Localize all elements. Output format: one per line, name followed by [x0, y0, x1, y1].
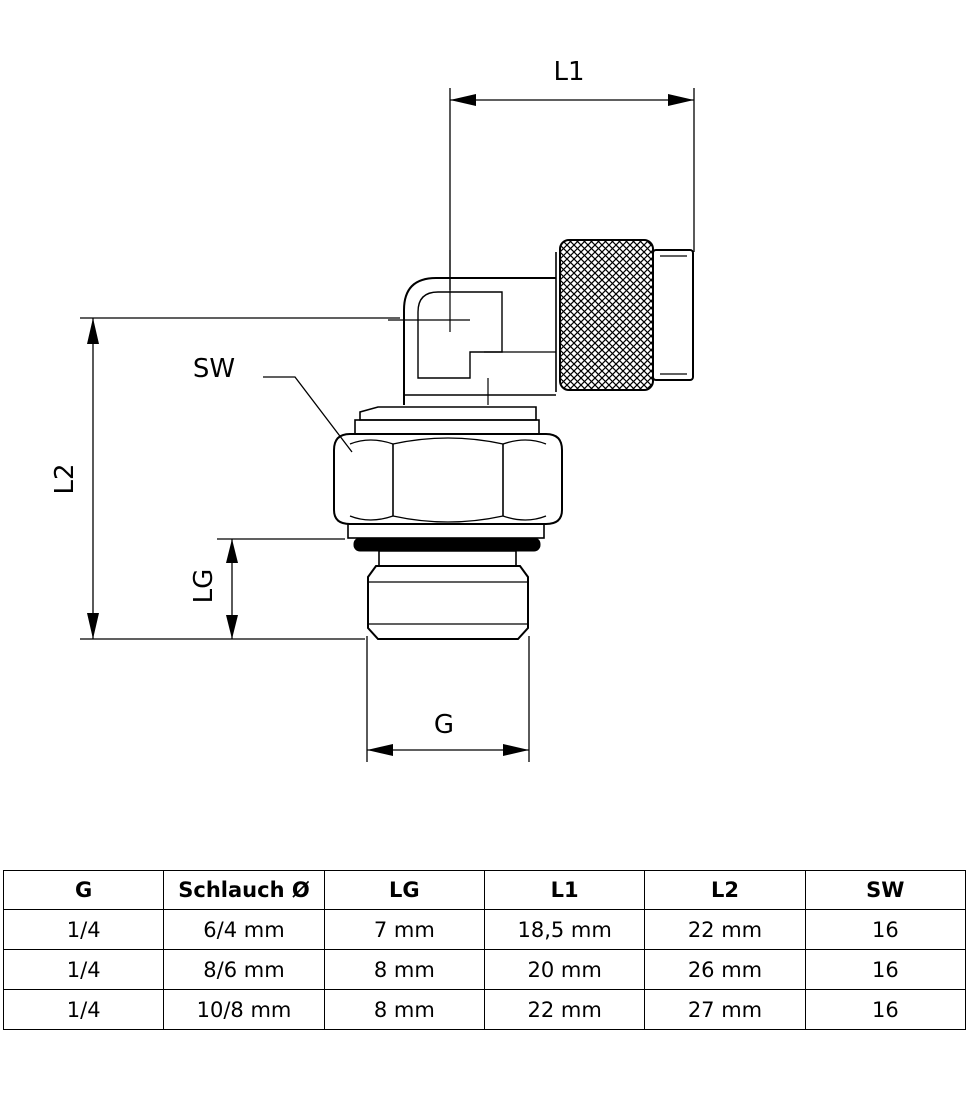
- cell-sw: 16: [804, 949, 967, 990]
- fitting-drawing: L1 L2 LG G SW: [50, 57, 695, 762]
- header-g: G: [2, 870, 165, 910]
- cell-g: 1/4: [2, 989, 165, 1030]
- header-lg: LG: [323, 870, 485, 910]
- header-schlauch: Schlauch Ø: [163, 870, 325, 910]
- dimension-l1: L1: [449, 57, 695, 290]
- label-l1: L1: [553, 57, 584, 87]
- cell-l1: 20 mm: [483, 949, 646, 990]
- cell-lg: 8 mm: [323, 949, 485, 990]
- cell-l2: 27 mm: [644, 989, 806, 1030]
- table-row: 1/4 6/4 mm 7 mm 18,5 mm 22 mm 16: [2, 909, 967, 950]
- label-sw: SW: [193, 354, 235, 384]
- spec-table: G Schlauch Ø LG L1 L2 SW 1/4 6/4 mm 7 mm…: [2, 870, 967, 1030]
- header-sw: SW: [804, 870, 967, 910]
- dimension-g: G: [366, 636, 530, 762]
- dimension-sw: SW: [193, 354, 353, 453]
- dimension-lg: LG: [189, 538, 345, 639]
- cell-l1: 22 mm: [483, 989, 646, 1030]
- cell-sw: 16: [804, 989, 967, 1030]
- cell-l2: 26 mm: [644, 949, 806, 990]
- header-l2: L2: [644, 870, 806, 910]
- cell-lg: 8 mm: [323, 989, 485, 1030]
- dimension-l2: L2: [50, 317, 400, 640]
- table-header-row: G Schlauch Ø LG L1 L2 SW: [2, 870, 967, 910]
- label-l2: L2: [50, 463, 80, 494]
- cell-schlauch: 8/6 mm: [163, 949, 325, 990]
- cell-schlauch: 10/8 mm: [163, 989, 325, 1030]
- cell-l2: 22 mm: [644, 909, 806, 950]
- cell-g: 1/4: [2, 949, 165, 990]
- table-row: 1/4 8/6 mm 8 mm 20 mm 26 mm 16: [2, 949, 967, 990]
- cell-schlauch: 6/4 mm: [163, 909, 325, 950]
- label-lg: LG: [189, 569, 219, 604]
- table-row: 1/4 10/8 mm 8 mm 22 mm 27 mm 16: [2, 989, 967, 1030]
- label-g: G: [434, 710, 454, 740]
- cell-sw: 16: [804, 909, 967, 950]
- cell-g: 1/4: [2, 909, 165, 950]
- cell-l1: 18,5 mm: [483, 909, 646, 950]
- cell-lg: 7 mm: [323, 909, 485, 950]
- header-l1: L1: [483, 870, 646, 910]
- fitting-body: [333, 239, 694, 640]
